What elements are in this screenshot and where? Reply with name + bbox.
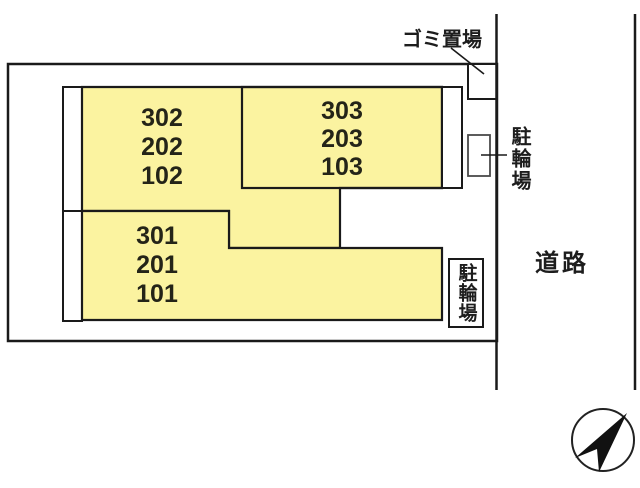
garbage-area-label: ゴミ置場 [402, 29, 482, 51]
unit-stack-center: 302 202 102 [117, 104, 207, 191]
balcony-strip-right [441, 86, 463, 189]
compass-north-arrow [575, 413, 627, 472]
unit-stack-right: 303 203 103 [297, 97, 387, 181]
garbage-area-box [467, 63, 498, 100]
bicycle-parking-label-side: 駐輪場 [508, 126, 530, 192]
balcony-strip-left-lower [62, 210, 83, 322]
road-label: 道路 [535, 250, 589, 277]
unit-label: 203 [321, 125, 363, 153]
unit-label: 101 [136, 280, 178, 308]
balcony-strip-left-upper [62, 86, 83, 212]
unit-label: 102 [141, 162, 183, 190]
unit-stack-bottom: 301 201 101 [112, 222, 202, 309]
unit-label: 202 [141, 133, 183, 161]
bicycle-parking-label-boxed: 駐輪場 [448, 258, 484, 328]
garbage-pointer-line [450, 47, 485, 75]
unit-label: 301 [136, 222, 178, 250]
unit-label: 302 [141, 104, 183, 132]
compass-icon [571, 408, 635, 472]
unit-label: 103 [321, 153, 363, 181]
unit-label: 303 [321, 97, 363, 125]
building-block-lower [80, 209, 444, 322]
unit-label: 201 [136, 251, 178, 279]
